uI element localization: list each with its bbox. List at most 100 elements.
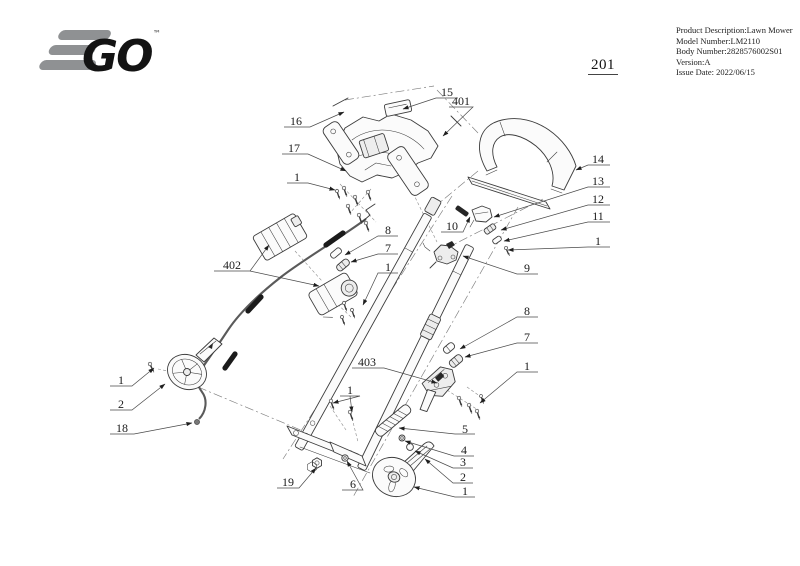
- callout-label-1: 1: [385, 260, 391, 274]
- callout-15: 15: [402, 85, 458, 110]
- callout-11: 11: [503, 209, 610, 242]
- ego-logo-e-bars: [39, 30, 111, 70]
- callout-2: 2: [424, 458, 473, 484]
- callout-2: 2: [110, 383, 166, 411]
- callout-leader: [442, 106, 474, 137]
- callout-403: 403: [352, 355, 438, 384]
- speed-control-assembly: [252, 213, 358, 318]
- control-housing-lower: [308, 272, 358, 318]
- callout-5: 5: [398, 422, 475, 436]
- callout-label-1: 1: [524, 359, 530, 373]
- handle-tubes: [294, 196, 474, 471]
- bracket-right-pad: [387, 146, 429, 196]
- cam-lock-assembly: [372, 404, 435, 498]
- callout-leader: [507, 246, 610, 252]
- callout-leader: [110, 367, 155, 387]
- callout-label-1: 1: [595, 234, 601, 248]
- lock-pin-part: [455, 205, 469, 217]
- hex-nut-part: [307, 457, 322, 473]
- ego-logo-text: GO: [82, 31, 152, 82]
- callout-7: 7: [464, 330, 538, 358]
- callout-leader: [352, 367, 438, 384]
- trademark-symbol: ™: [153, 29, 161, 38]
- callout-label-1: 1: [347, 383, 353, 397]
- callout-label-1: 1: [118, 373, 124, 387]
- callout-label-19: 19: [282, 475, 294, 489]
- callout-leader: [479, 371, 538, 404]
- cable-ball-end: [194, 419, 200, 425]
- callout-leader: [277, 467, 317, 489]
- callout-leader: [332, 395, 361, 404]
- callout-1: 1: [287, 170, 336, 191]
- callout-label-7: 7: [385, 241, 391, 255]
- callout-label-1: 1: [462, 484, 468, 498]
- callout-label-401: 401: [452, 94, 470, 108]
- spacer-part: [492, 235, 502, 245]
- callout-leader: [404, 440, 474, 457]
- callout-6: 6: [342, 460, 364, 491]
- ego-logo: GO ™: [30, 20, 166, 82]
- callout-label-8: 8: [524, 304, 530, 318]
- callout-9: 9: [462, 255, 538, 275]
- callout-1: 1: [413, 484, 475, 498]
- callout-leader: [424, 458, 473, 484]
- callout-13: 13: [493, 174, 610, 218]
- latch-assembly: [419, 366, 488, 421]
- callout-leader: [441, 216, 471, 233]
- spring-part: [374, 404, 412, 437]
- callout-label-10: 10: [446, 219, 458, 233]
- carriage-bolt-part: [341, 454, 349, 462]
- callout-17: 17: [282, 141, 347, 172]
- lever-bracket-part: [471, 205, 493, 223]
- page-number: 201: [588, 57, 618, 75]
- callout-leader: [110, 421, 193, 435]
- lower-bracket-assembly: [286, 397, 371, 474]
- callout-label-14: 14: [592, 152, 604, 166]
- callout-16: 16: [284, 111, 345, 128]
- model-number: Model Number:LM2110: [676, 35, 760, 46]
- callout-label-2: 2: [118, 397, 124, 411]
- callout-leader: [414, 450, 473, 469]
- callout-1: 1: [507, 234, 610, 252]
- callout-leader: [344, 235, 398, 256]
- adjuster-lever-arm: [195, 337, 223, 363]
- callout-8: 8: [459, 304, 538, 350]
- callout-label-7: 7: [524, 330, 530, 344]
- callout-label-9: 9: [524, 261, 530, 275]
- body-number: Body Number:2828576002S01: [676, 46, 783, 57]
- callout-leader: [500, 204, 610, 231]
- left-handle-tube: [294, 196, 442, 451]
- callout-402: 402: [214, 244, 320, 287]
- callout-label-3: 3: [460, 455, 466, 469]
- trigger-assembly: [422, 241, 459, 269]
- callout-leader: [249, 270, 320, 287]
- callout-leader: [350, 253, 398, 263]
- callout-4: 4: [404, 440, 474, 457]
- callout-label-18: 18: [116, 421, 128, 435]
- callout-leader: [110, 383, 166, 411]
- issue-date: Issue Date: 2022/06/15: [676, 67, 755, 78]
- callout-leader: [287, 182, 336, 191]
- callout-10: 10: [441, 216, 471, 233]
- callout-3: 3: [414, 450, 473, 469]
- callout-leader: [413, 486, 475, 498]
- callout-label-13: 13: [592, 174, 604, 188]
- callout-leader: [402, 97, 458, 110]
- product-description: Product Description:Lawn Mower: [676, 25, 793, 35]
- washer-part: [398, 434, 406, 442]
- callout-label-11: 11: [592, 209, 604, 223]
- callout-401: 401: [442, 94, 474, 137]
- callout-label-402: 402: [223, 258, 241, 272]
- callout-1: 1: [479, 359, 538, 404]
- callout-leader: [284, 111, 345, 128]
- callout-leader: [398, 426, 475, 435]
- callout-1: 1: [332, 383, 361, 413]
- label-plate-part: [383, 99, 413, 117]
- callout-1: 1: [110, 367, 155, 387]
- handle-lever-parts: [422, 205, 514, 269]
- callout-leader: [282, 153, 347, 172]
- flange-nut-part: [406, 443, 414, 451]
- callout-label-12: 12: [592, 192, 604, 206]
- bracket-left-pad: [322, 121, 360, 165]
